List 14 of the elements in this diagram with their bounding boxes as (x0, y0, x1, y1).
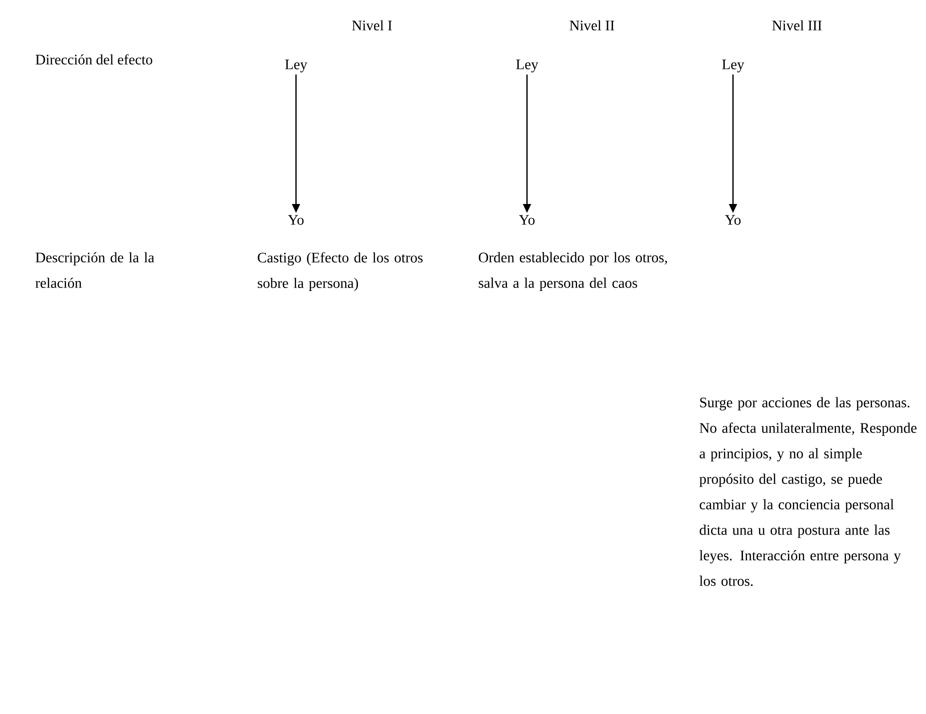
row-heading: Descripción de la la relación (36, 252, 154, 288)
description-text: Castigo (Efecto de los otros sobre la persona) (258, 252, 423, 291)
row-heading: Dirección del efecto (36, 54, 152, 65)
description-text: Surge por acciones de las personas. No afecta unilateralmente, Responde a principios, y no al simple propósito del castigo, se puede cambiar y la conciencia personal dicta una u otra postura ante las leyes. Interacción entre persona y los otros. (699, 397, 917, 586)
term-text: Yo (519, 215, 535, 225)
description-text: Orden establecido por los otros, salva a la persona del caos (478, 252, 667, 291)
term-text: Yo (288, 215, 304, 225)
column-heading: Nivel III (772, 20, 822, 30)
term-text: Ley (516, 60, 538, 72)
column-heading: Nivel II (570, 20, 614, 30)
term-text: Yo (725, 215, 741, 225)
term-text: Ley (722, 60, 744, 72)
term-text: Ley (285, 60, 308, 72)
column-heading: Nivel I (352, 20, 392, 30)
